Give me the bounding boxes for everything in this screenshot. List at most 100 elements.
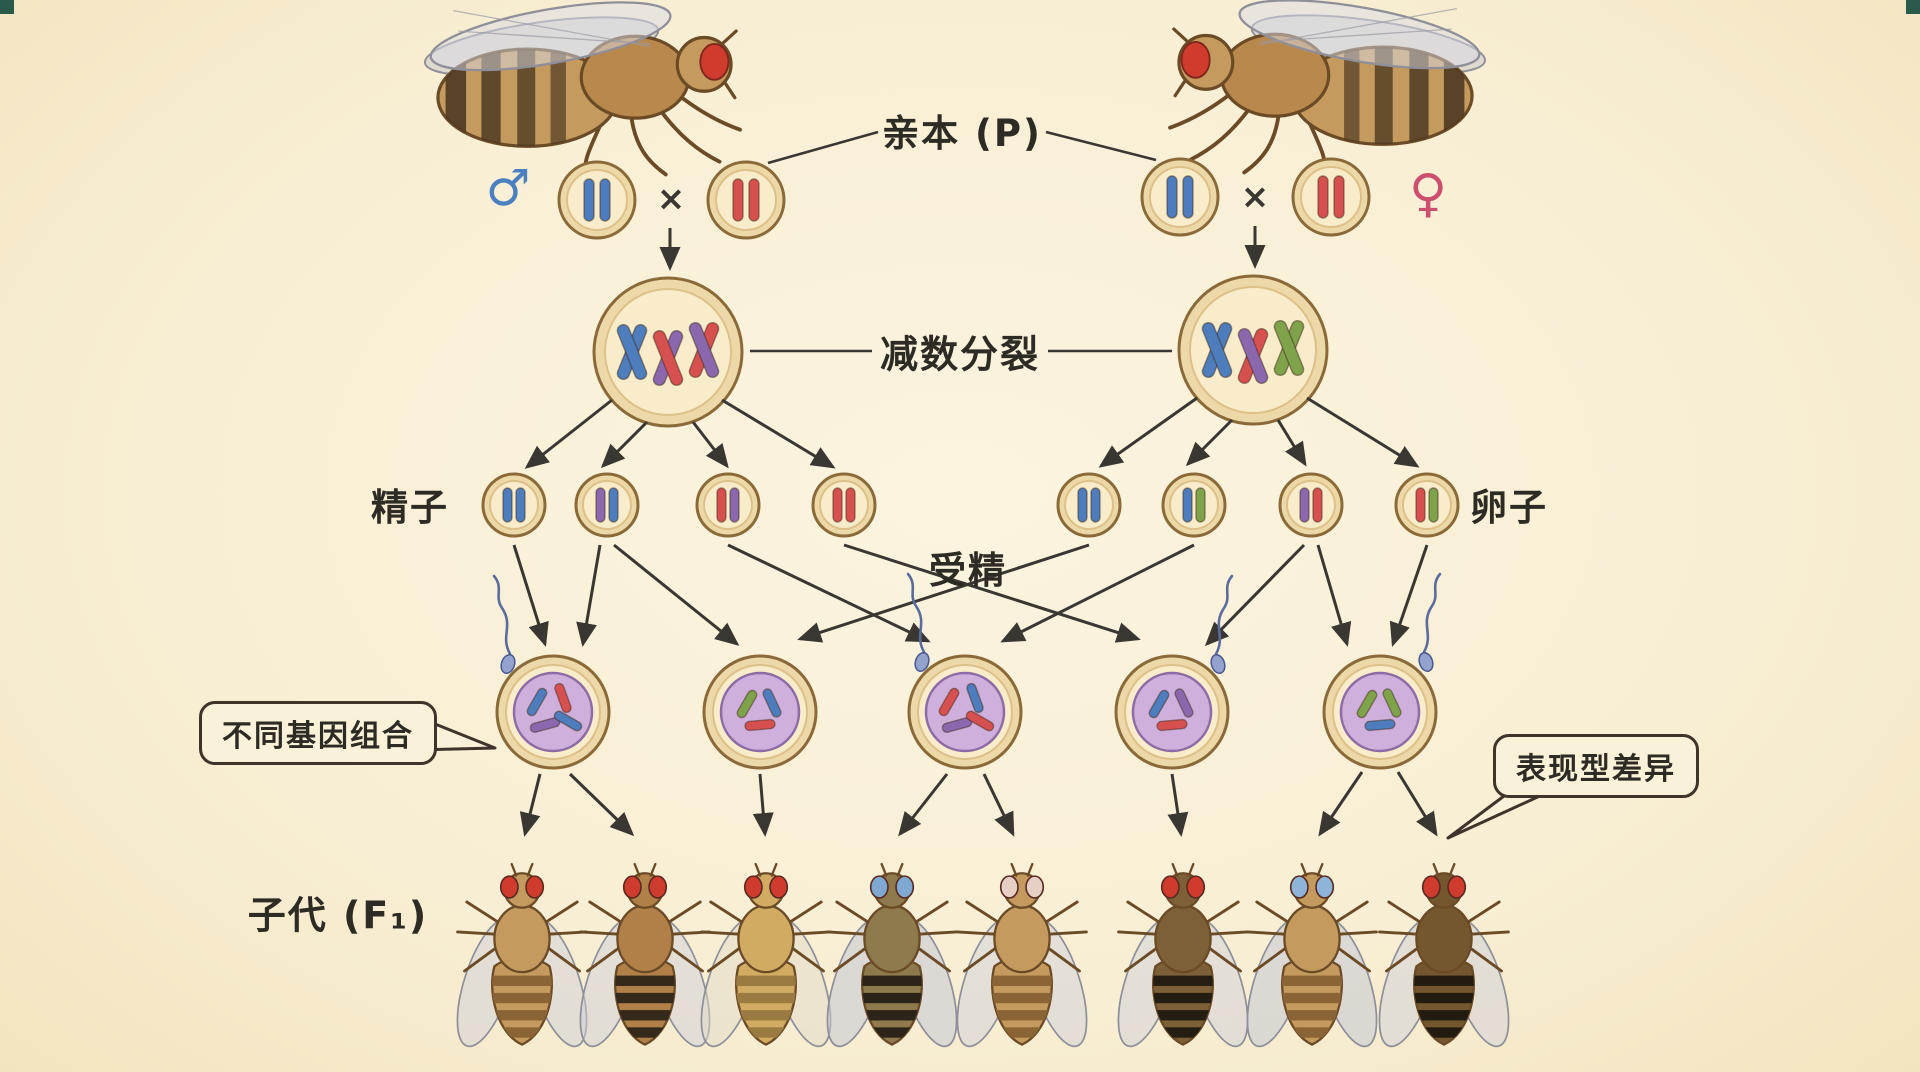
callout-phenotype-differences: 表现型差异 bbox=[1493, 734, 1699, 798]
arrow bbox=[1185, 418, 1234, 467]
crossover-chromosomes bbox=[652, 329, 684, 387]
offspring-fly-8 bbox=[1367, 864, 1521, 1053]
zygote-cell-3 bbox=[907, 654, 1023, 770]
chromosome bbox=[1156, 718, 1188, 732]
crossover-chromosomes bbox=[1237, 327, 1269, 385]
chromosome bbox=[1148, 689, 1170, 719]
chromosome bbox=[732, 178, 744, 222]
arrow bbox=[512, 544, 549, 647]
offspring-fly-2 bbox=[568, 864, 722, 1053]
female-parent-cell-2 bbox=[1291, 157, 1371, 237]
egg-cell-2 bbox=[1161, 472, 1227, 538]
chromosome bbox=[554, 682, 572, 714]
chromosome bbox=[1077, 487, 1088, 523]
chromosome bbox=[762, 688, 782, 718]
chromosome bbox=[1317, 175, 1329, 219]
parent-fly-female bbox=[1170, 0, 1488, 175]
arrow bbox=[1000, 543, 1195, 643]
sperm-cell-3 bbox=[695, 472, 761, 538]
chromosome bbox=[595, 487, 606, 523]
meiosis-label: 减数分裂 bbox=[879, 332, 1041, 377]
arrow bbox=[982, 773, 1015, 837]
crossover-chromosomes bbox=[1273, 319, 1305, 377]
meiosis-cell-right bbox=[1177, 274, 1329, 426]
chromosome bbox=[1182, 175, 1194, 219]
chromosome bbox=[1415, 487, 1426, 523]
fertilizing-sperm-icon bbox=[906, 572, 933, 675]
chromosome bbox=[1364, 718, 1396, 732]
sperm-cell-4 bbox=[811, 472, 877, 538]
chromosome bbox=[608, 487, 619, 523]
arrow bbox=[752, 773, 774, 837]
chromosome bbox=[515, 487, 526, 523]
egg-label: 卵子 bbox=[1470, 486, 1548, 529]
chromosome bbox=[1312, 487, 1323, 523]
offspring-fly-3 bbox=[689, 864, 843, 1053]
sperm-cell-2 bbox=[574, 472, 640, 538]
sperm-cell-1 bbox=[481, 472, 547, 538]
arrow bbox=[1276, 419, 1307, 467]
offspring-fly-6 bbox=[1106, 864, 1260, 1053]
male-symbol: ♂ bbox=[485, 159, 531, 217]
arrow bbox=[898, 773, 949, 837]
arrow bbox=[797, 543, 1090, 643]
fertilizing-sperm-icon bbox=[1415, 572, 1442, 675]
arrow bbox=[576, 544, 602, 647]
male-parent-cell-2 bbox=[706, 160, 786, 240]
chromosome bbox=[938, 687, 960, 717]
zygote-cell-4 bbox=[1114, 654, 1230, 770]
chromosome bbox=[526, 687, 548, 717]
offspring-fly-1 bbox=[445, 864, 599, 1053]
chromosome bbox=[716, 487, 727, 523]
arrow bbox=[519, 773, 542, 837]
chromosome bbox=[1299, 487, 1310, 523]
chromosome bbox=[744, 718, 776, 732]
fertilization-label: 受精 bbox=[929, 549, 1007, 592]
female-symbol: ♀ bbox=[1408, 164, 1448, 224]
arrow bbox=[1306, 396, 1420, 468]
chromosome bbox=[553, 710, 583, 732]
female-parent-cell-1 bbox=[1140, 157, 1220, 237]
chromosome bbox=[748, 178, 760, 222]
callout-gene-combinations: 不同基因组合 bbox=[199, 701, 437, 765]
offspring-fly-5 bbox=[945, 864, 1099, 1053]
zygote-cell-1 bbox=[495, 654, 611, 770]
egg-cell-3 bbox=[1278, 472, 1344, 538]
chromosome bbox=[502, 487, 513, 523]
connector-line bbox=[767, 130, 879, 165]
chromosome bbox=[832, 487, 843, 523]
chromatid bbox=[1201, 321, 1233, 379]
fertilizing-sperm-icon bbox=[492, 574, 519, 677]
chromosome bbox=[965, 710, 995, 732]
chromosome bbox=[845, 487, 856, 523]
fertilizing-sperm-icon bbox=[1207, 574, 1234, 677]
chromatid bbox=[1237, 327, 1269, 385]
arrow bbox=[524, 398, 613, 469]
corner-mark bbox=[0, 0, 14, 14]
parent-fly-male bbox=[422, 0, 740, 177]
chromosome bbox=[599, 178, 611, 222]
arrow bbox=[1318, 771, 1364, 837]
cross-symbol-right: × bbox=[1240, 177, 1270, 217]
label-connectors bbox=[750, 130, 1172, 353]
chromosome bbox=[1356, 689, 1378, 719]
egg-cell-1 bbox=[1056, 472, 1122, 538]
zygote-cell-5 bbox=[1322, 654, 1438, 770]
offspring-label: 子代 (F₁) bbox=[247, 893, 429, 938]
parent-to-meiosis-arrows bbox=[659, 226, 1266, 271]
arrow bbox=[721, 398, 836, 469]
chromosome bbox=[583, 178, 595, 222]
chromosome bbox=[736, 689, 758, 719]
offspring-fly-7 bbox=[1235, 864, 1389, 1053]
parents-label: 亲本 (P) bbox=[882, 112, 1042, 155]
arrow bbox=[1167, 773, 1189, 837]
chromosome bbox=[1166, 175, 1178, 219]
chromosome bbox=[729, 487, 740, 523]
arrow bbox=[1098, 396, 1198, 468]
arrow bbox=[1396, 771, 1438, 837]
meiosis-cell-left bbox=[592, 276, 744, 428]
chromosome bbox=[1182, 487, 1193, 523]
arrow bbox=[727, 543, 931, 643]
male-parent-cell-1 bbox=[557, 160, 637, 240]
